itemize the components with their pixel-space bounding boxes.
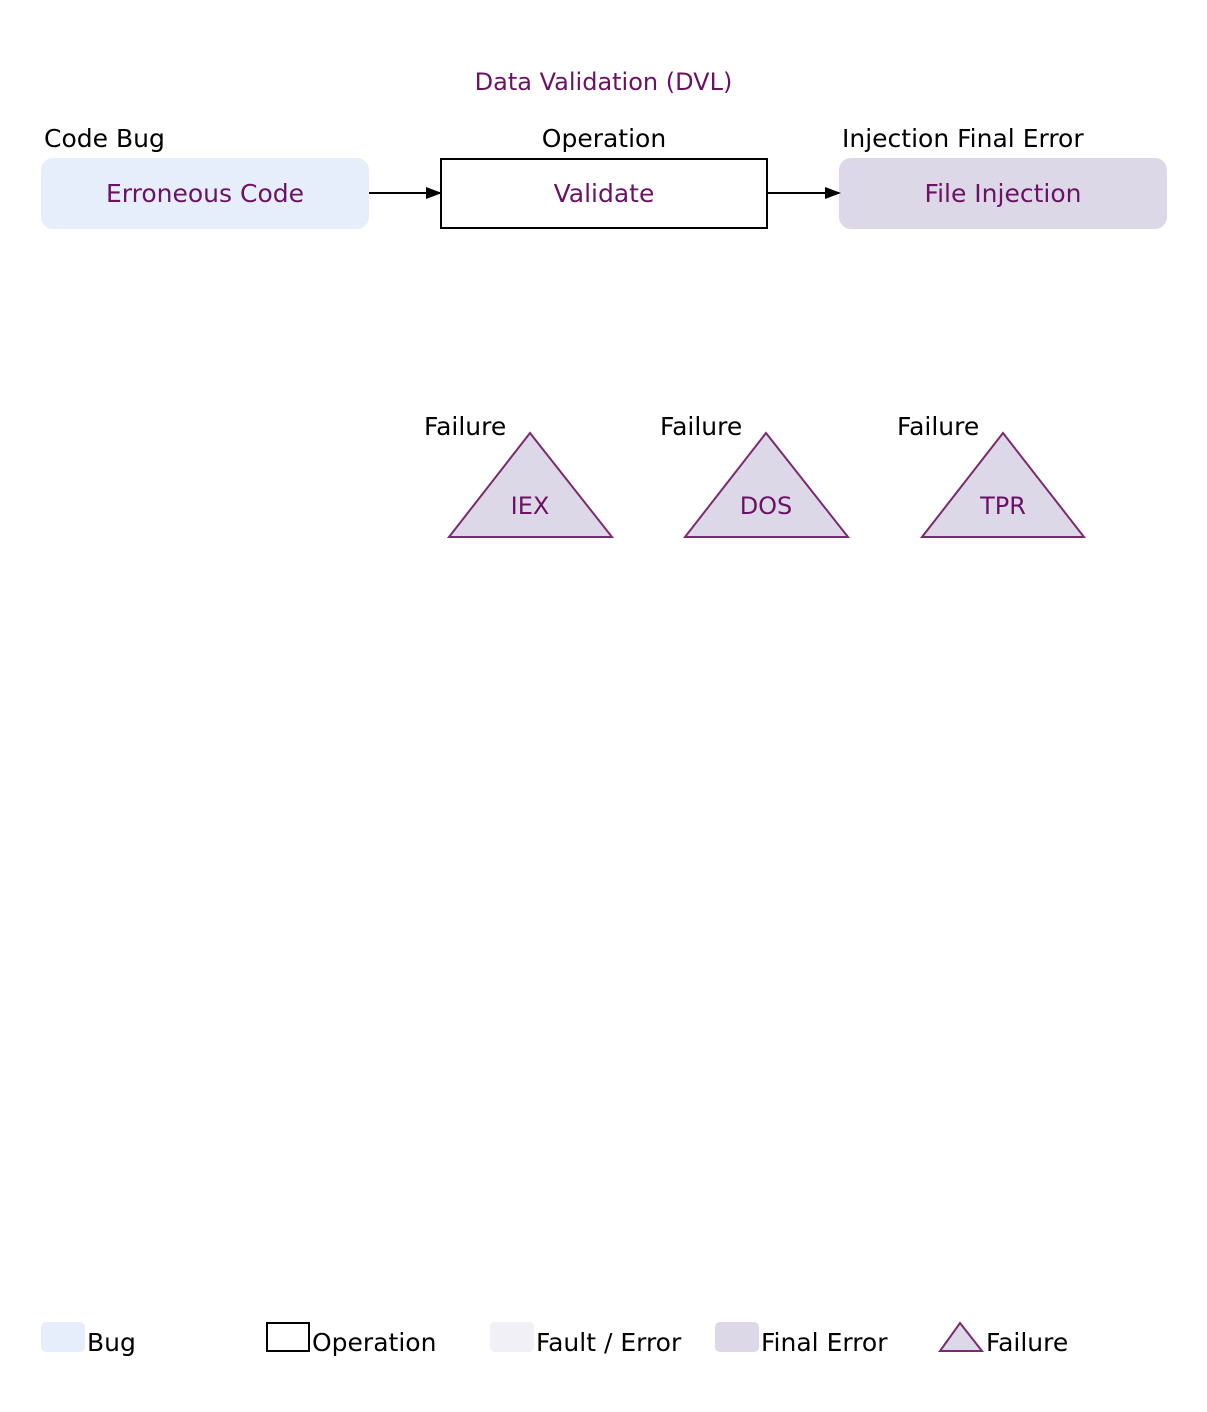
final-error-node-label: File Injection bbox=[924, 179, 1082, 208]
legend-bug-label: Bug bbox=[87, 1328, 136, 1357]
flow-arrows bbox=[369, 187, 841, 199]
legend-final-error-swatch bbox=[715, 1322, 759, 1352]
failure-caption-2: Failure bbox=[660, 412, 743, 441]
legend-fault-error-swatch bbox=[490, 1322, 534, 1352]
legend-operation-swatch bbox=[266, 1322, 310, 1352]
legend-failure-label: Failure bbox=[986, 1328, 1069, 1357]
operation-node-label: Validate bbox=[553, 179, 655, 208]
legend-fault-error-label: Fault / Error bbox=[536, 1328, 682, 1357]
legend-failure-icon bbox=[938, 1321, 985, 1352]
failure-triangles bbox=[446, 431, 1087, 538]
failure-triangle-tpr bbox=[919, 431, 1087, 538]
operation-caption: Operation bbox=[541, 124, 667, 153]
legend-bug-swatch bbox=[41, 1322, 85, 1352]
diagram-title: Data Validation (DVL) bbox=[474, 68, 733, 96]
bug-node: Erroneous Code bbox=[41, 158, 369, 229]
bug-caption: Code Bug bbox=[44, 124, 165, 153]
legend-operation-label: Operation bbox=[312, 1328, 437, 1357]
legend: Bug Operation Fault / Error Final Error … bbox=[0, 1320, 1207, 1380]
failure-label-iex: IEX bbox=[510, 492, 550, 520]
failure-label-dos: DOS bbox=[739, 492, 793, 520]
legend-final-error-label: Final Error bbox=[761, 1328, 888, 1357]
final-error-node: File Injection bbox=[839, 158, 1167, 229]
failure-triangle-iex bbox=[446, 431, 615, 538]
failure-triangle-dos bbox=[682, 431, 851, 538]
bug-node-label: Erroneous Code bbox=[106, 179, 304, 208]
failure-caption-3: Failure bbox=[897, 412, 980, 441]
failure-caption-1: Failure bbox=[424, 412, 507, 441]
failure-label-tpr: TPR bbox=[980, 492, 1026, 520]
final-error-caption: Injection Final Error bbox=[842, 124, 1084, 153]
operation-node: Validate bbox=[440, 158, 768, 229]
